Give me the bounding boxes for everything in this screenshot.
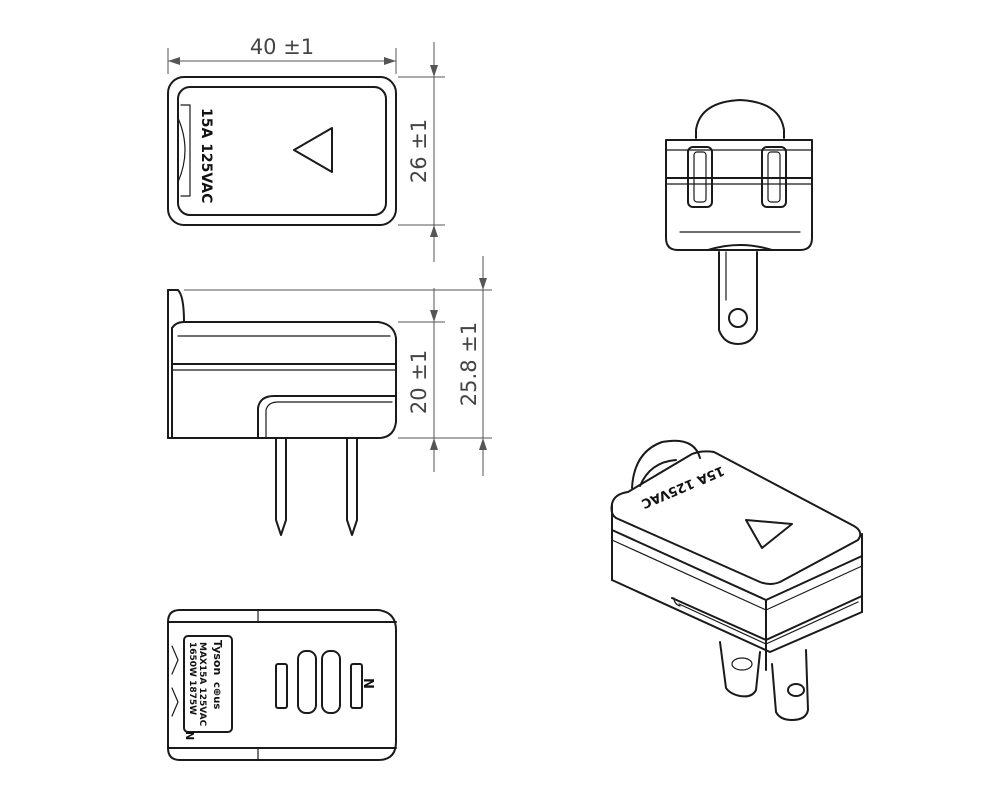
side-view: [167, 289, 397, 536]
neutral-mark: N: [360, 678, 375, 689]
height-dimension-text: 26 ±1: [407, 119, 431, 183]
triangle-icon-iso: [745, 519, 793, 549]
total-height-dimension-text: 25.8 ±1: [457, 322, 481, 406]
label-line-1: MAX15A 125VAC: [197, 642, 207, 727]
width-dimension-text: 40 ±1: [250, 35, 314, 59]
body-height-dimension-text: 20 ±1: [407, 350, 431, 414]
total-height-dimension: 25.8 ±1: [184, 256, 492, 476]
neutral-mark-label: N: [183, 731, 196, 740]
isometric-view: 15A 125VAC: [610, 439, 863, 721]
height-dimension: 26 ±1: [398, 42, 445, 262]
triangle-icon: [293, 127, 333, 173]
cert-logo: c⊕us: [211, 682, 222, 709]
brand-text: Tyson: [211, 640, 224, 675]
label-line-2: 1650W 1875W: [187, 642, 197, 715]
width-dimension: 40 ±1: [167, 35, 397, 74]
rating-text-top: 15A 125VAC: [198, 108, 214, 203]
body-height-dimension: 20 ±1: [398, 288, 445, 472]
top-view: 15A 125VAC: [167, 76, 397, 226]
bottom-view: Tyson c⊕us MAX15A 125VAC 1650W 1875W N N: [167, 609, 397, 761]
end-view: [665, 99, 813, 345]
